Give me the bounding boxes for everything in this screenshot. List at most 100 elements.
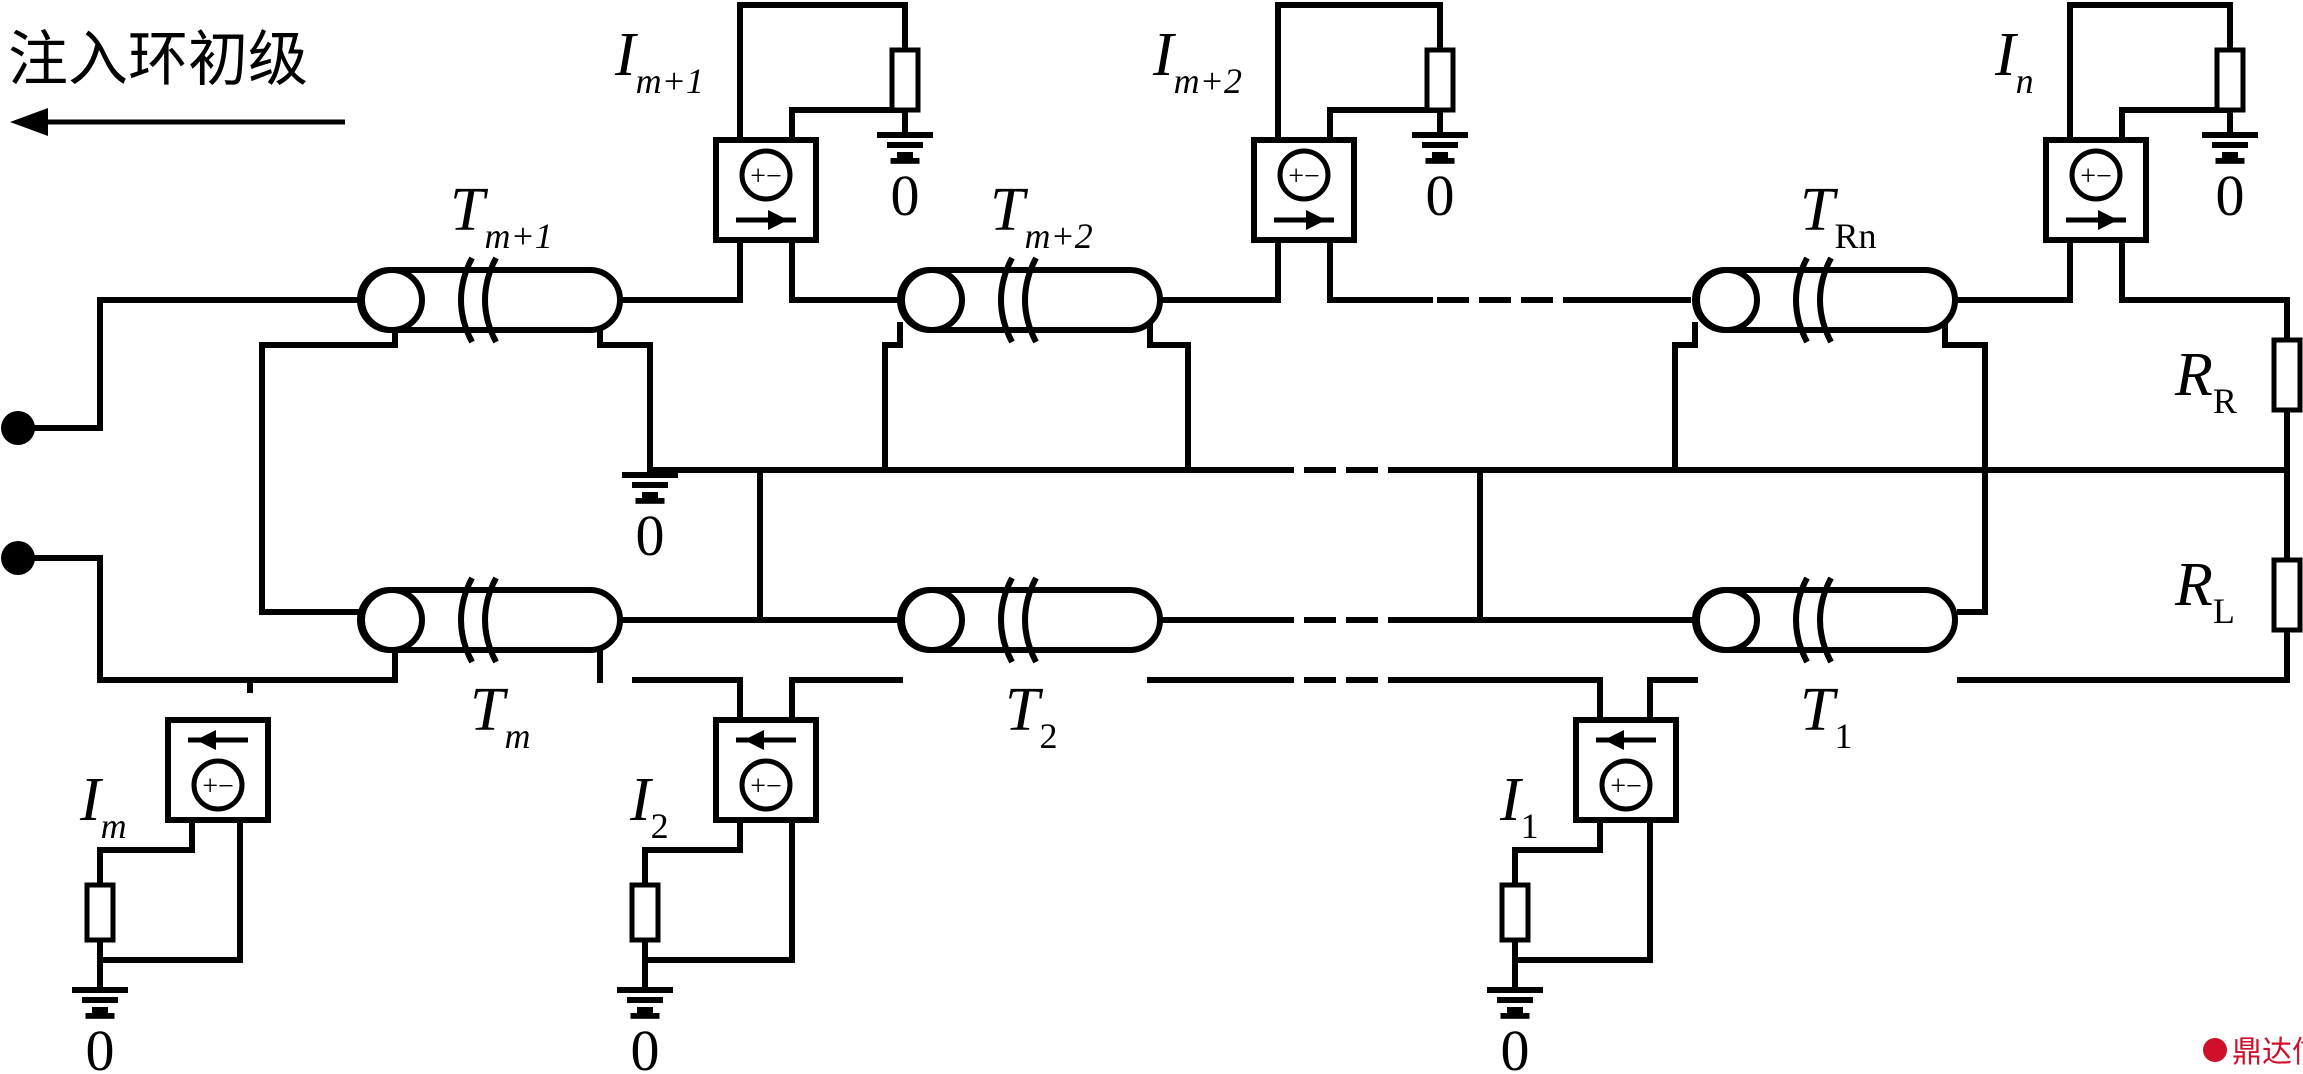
ground-label: 0 <box>891 163 920 228</box>
wire-segment <box>1672 322 1698 473</box>
wire-segment <box>1327 107 1443 143</box>
wire-segment <box>1957 242 2073 303</box>
wire-segment <box>97 797 243 963</box>
transformer-end-icon <box>899 267 965 333</box>
wire-segment <box>612 242 743 303</box>
label-rr: RR <box>2174 341 2237 421</box>
break-mark-icon <box>1793 576 1810 664</box>
label-i1: I1 <box>1499 766 1539 846</box>
wire-segment <box>1512 797 1653 963</box>
label-im2: Im+2 <box>1152 21 1242 101</box>
ground-label: 0 <box>636 503 665 568</box>
transformer-trn <box>1692 256 1958 344</box>
source-polarity-label: +− <box>750 161 782 192</box>
break-mark-icon <box>1817 576 1834 664</box>
transformer-tm <box>357 576 623 664</box>
wire-segment <box>2067 2 2233 143</box>
ground-label: 0 <box>1501 1018 1530 1074</box>
wire-segment <box>642 797 743 888</box>
source-polarity-label: +− <box>202 771 234 802</box>
transformer-end-icon <box>359 587 425 653</box>
transformer-end-icon <box>359 267 425 333</box>
transformer-end-icon <box>1694 267 1760 333</box>
transformer-tm2 <box>897 256 1163 344</box>
break-mark-icon <box>1022 256 1039 344</box>
label-im1: Im+1 <box>614 21 704 101</box>
label-t1: T1 <box>1800 676 1852 756</box>
wire-segment <box>32 555 253 683</box>
wire-segment <box>1147 322 1191 473</box>
wire-segment <box>642 797 795 963</box>
source-box-i1: +− <box>1573 717 1679 823</box>
source-polarity-label: +− <box>1610 771 1642 802</box>
input-terminals <box>1 411 35 575</box>
source-circle-icon <box>1277 148 1331 202</box>
ground-im2: 0 <box>1412 132 1468 228</box>
source-circle-icon <box>2069 148 2123 202</box>
resistor-load-im2 <box>1424 47 1456 113</box>
resistor-load-i2 <box>629 882 661 943</box>
ground-label: 0 <box>1426 163 1455 228</box>
resistor-load-im1 <box>889 47 921 113</box>
ground-label: 0 <box>2216 163 2245 228</box>
break-mark-icon <box>458 576 475 664</box>
break-mark-icon <box>1817 256 1834 344</box>
label-i2: I2 <box>629 766 669 846</box>
ground-in: 0 <box>2202 132 2258 228</box>
source-circle-icon <box>739 148 793 202</box>
label-im: Im <box>79 766 127 846</box>
circuit-wiring <box>32 2 2290 988</box>
wire-segment <box>1512 797 1603 888</box>
source-box-im1: +− <box>713 137 819 243</box>
break-mark-icon <box>482 256 499 344</box>
direction-arrow <box>10 108 345 136</box>
ground-im1: 0 <box>877 132 933 228</box>
wire-segment <box>597 322 653 473</box>
arrow-left-icon <box>196 730 216 750</box>
ground-label: 0 <box>86 1018 115 1074</box>
resistor-rr <box>2271 337 2303 413</box>
label-t2: T2 <box>1005 676 1057 756</box>
break-mark-icon <box>998 256 1015 344</box>
direction-label: 注入环初级 <box>8 25 308 95</box>
label-tm: Tm <box>470 676 530 756</box>
wire-segment <box>32 297 371 431</box>
source-circle-icon <box>1599 758 1653 812</box>
terminal-bottom <box>1 541 35 575</box>
transformers <box>357 256 1958 664</box>
wire-segment <box>1275 2 1443 143</box>
transformer-t1 <box>1692 576 1958 664</box>
wire-segment <box>1957 627 2290 683</box>
source-box-im: +− <box>165 717 271 823</box>
wire-segment <box>259 322 398 623</box>
transformer-tm1 <box>357 256 623 344</box>
break-mark-icon <box>998 576 1015 664</box>
resistor-load-i1 <box>1499 882 1531 943</box>
transformer-end-icon <box>899 587 965 653</box>
wire-segment <box>789 242 908 303</box>
source-polarity-label: +− <box>750 771 782 802</box>
source-polarity-label: +− <box>2080 161 2112 192</box>
label-tm1: Tm+1 <box>450 176 553 256</box>
wire-segment <box>789 677 903 723</box>
wire-segment <box>1647 677 1698 723</box>
resistor-load-in <box>2214 47 2246 113</box>
source-polarity-label: +− <box>1288 161 1320 192</box>
arrow-right-icon <box>768 210 788 230</box>
break-mark-icon <box>1793 256 1810 344</box>
break-mark-icon <box>458 256 475 344</box>
terminal-top <box>1 411 35 445</box>
transformer-end-icon <box>1694 587 1760 653</box>
transformer-t2 <box>897 576 1163 664</box>
arrow-right-icon <box>1306 210 1326 230</box>
ground-im: 0 <box>72 987 128 1074</box>
wire-segment <box>737 2 908 143</box>
label-trn: TRn <box>1800 176 1877 256</box>
wire-segment <box>882 322 903 473</box>
arrow-right-icon <box>2098 210 2118 230</box>
wire-segment <box>789 107 908 143</box>
arrow-left-icon <box>1604 730 1624 750</box>
wire-segment <box>1147 242 1281 303</box>
